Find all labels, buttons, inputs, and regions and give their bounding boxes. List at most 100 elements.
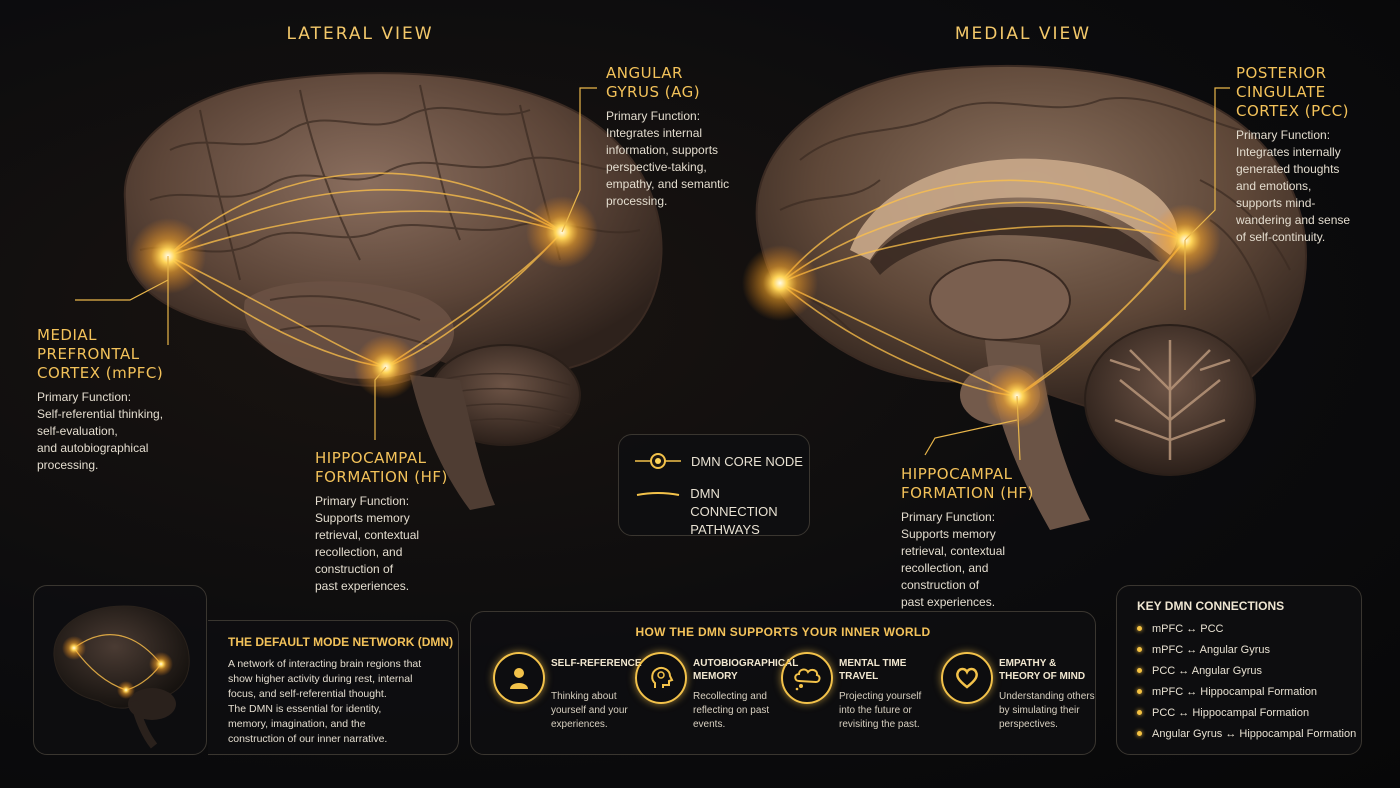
label-mpfc: MEDIAL PREFRONTAL CORTEX (mPFC) Primary … (37, 326, 197, 474)
pcc-title-line: POSTERIOR (1236, 64, 1327, 82)
hf-medial-title-line: FORMATION (HF) (901, 484, 1034, 502)
hf-medial-body-line: Supports memory (901, 527, 996, 541)
legend-panel: DMN CORE NODE DMN CONNECTION PATHWAYS (618, 434, 810, 539)
thought-cloud-icon (781, 652, 833, 704)
support-title: HOW THE DMN SUPPORTS YOUR INNER WORLD (635, 625, 931, 639)
heart-icon (941, 652, 993, 704)
medial-brain (755, 64, 1307, 530)
hf-lateral-body-line: Supports memory (315, 511, 410, 525)
key-connections-list: mPFC ↔ PCC mPFC ↔ Angular Gyrus PCC ↔ An… (1137, 618, 1356, 744)
hf-medial-function-heading: Primary Function: (901, 510, 996, 524)
hf-medial-body-line: construction of (901, 578, 980, 592)
ag-body-line: empathy, and semantic (606, 177, 730, 191)
legend-core-node: DMN CORE NODE (635, 453, 803, 469)
lateral-view-title: LATERAL VIEW (286, 24, 434, 44)
connection-label: Angular Gyrus ↔ Hippocampal Formation (1152, 727, 1357, 740)
pcc-body-line: and emotions, (1236, 179, 1312, 193)
support-item-title: EMPATHY & THEORY OF MIND (999, 658, 1086, 682)
connection-label: mPFC ↔ Angular Gyrus (1152, 643, 1270, 656)
support-item-title: MENTAL TIME TRAVEL (839, 658, 907, 682)
ag-title-line: GYRUS (AG) (606, 83, 701, 101)
support-item-body: Thinking about yourself and your experie… (551, 691, 628, 730)
pathway-line-icon (636, 492, 680, 496)
hf-lateral-title-line: HIPPOCAMPAL (315, 449, 427, 467)
ag-body-line: perspective-taking, (606, 160, 707, 174)
support-item-title: AUTOBIOGRAPHICAL MEMORY (693, 658, 799, 682)
pcc-function-heading: Primary Function: (1236, 128, 1331, 142)
support-item-title: SELF-REFERENCE (551, 658, 642, 669)
dmn-definition-body: A network of interacting brain regions t… (228, 657, 453, 747)
person-icon (493, 652, 545, 704)
mpfc-body-line: self-evaluation, (37, 424, 118, 438)
mpfc-title-line: PREFRONTAL (37, 345, 140, 363)
label-pcc: POSTERIOR CINGULATE CORTEX (PCC) Primary… (1236, 64, 1386, 246)
mpfc-title-line: CORTEX (mPFC) (37, 364, 164, 382)
dmn-body-line: memory, imagination, and the (228, 718, 366, 730)
dmn-definition-title: THE DEFAULT MODE NETWORK (DMN) (228, 635, 454, 649)
pcc-title-line: CINGULATE (1236, 83, 1326, 101)
label-angular-gyrus: ANGULAR GYRUS (AG) Primary Function: Int… (606, 64, 746, 210)
support-item-body: Projecting yourself into the future or r… (839, 691, 922, 730)
ag-body-line: information, supports (606, 143, 719, 157)
connection-item: mPFC ↔ PCC (1137, 618, 1356, 639)
support-panel: HOW THE DMN SUPPORTS YOUR INNER WORLD SE… (470, 611, 1096, 755)
leader-lines (75, 87, 1230, 461)
label-hf-medial: HIPPOCAMPAL FORMATION (HF) Primary Funct… (901, 465, 1051, 611)
mini-brain-panel (33, 585, 207, 755)
mpfc-function-heading: Primary Function: (37, 390, 132, 404)
legend-pathways-label: PATHWAYS (690, 522, 760, 537)
pcc-body-line: wandering and sense (1236, 213, 1351, 227)
connection-item: Angular Gyrus ↔ Hippocampal Formation (1137, 723, 1356, 744)
support-item-body: Recollecting and reflecting on past even… (693, 691, 770, 730)
legend-core-node-label: DMN CORE NODE (691, 453, 803, 469)
legend-pathways-label: DMN CONNECTION (690, 486, 778, 519)
hf-lateral-body-line: recollection, and (315, 545, 403, 559)
mpfc-body-line: Self-referential thinking, (37, 407, 164, 421)
hf-medial-body-line: past experiences. (901, 595, 996, 609)
connection-item: PCC ↔ Angular Gyrus (1137, 660, 1356, 681)
label-hf-lateral: HIPPOCAMPAL FORMATION (HF) Primary Funct… (315, 449, 465, 595)
mpfc-title-line: MEDIAL (37, 326, 98, 344)
dmn-body-line: focus, and self-referential thought. (228, 688, 387, 700)
hf-lateral-body-line: retrieval, contextual (315, 528, 420, 542)
hf-medial-body-line: recollection, and (901, 561, 989, 575)
connection-label: mPFC ↔ Hippocampal Formation (1152, 685, 1318, 698)
legend-pathways: DMN CONNECTION PATHWAYS (635, 486, 809, 539)
key-connections-title: KEY DMN CONNECTIONS (1137, 599, 1285, 613)
ag-title-line: ANGULAR (606, 64, 683, 82)
connection-label: mPFC ↔ PCC (1152, 622, 1224, 635)
hf-lateral-function-heading: Primary Function: (315, 494, 410, 508)
hf-lateral-body-line: past experiences. (315, 579, 410, 593)
mini-brain-icon (53, 605, 190, 749)
ag-body-line: Integrates internal (606, 126, 703, 140)
ag-function-heading: Primary Function: (606, 109, 701, 123)
key-connections-panel: KEY DMN CONNECTIONS mPFC ↔ PCC mPFC ↔ An… (1116, 585, 1362, 755)
dmn-definition-panel: THE DEFAULT MODE NETWORK (DMN) A network… (208, 620, 459, 755)
connection-label: PCC ↔ Hippocampal Formation (1152, 706, 1310, 719)
dmn-body-line: construction of our inner narrative. (228, 733, 388, 745)
medial-view-title: MEDIAL VIEW (954, 24, 1092, 44)
connection-item: mPFC ↔ Angular Gyrus (1137, 639, 1356, 660)
dmn-body-line: A network of interacting brain regions t… (228, 658, 422, 670)
pcc-body-line: generated thoughts (1236, 162, 1340, 176)
support-item-body: Understanding others by simulating their… (999, 691, 1095, 730)
ag-body-line: processing. (606, 194, 668, 208)
hf-lateral-body-line: construction of (315, 562, 394, 576)
connection-item: PCC ↔ Hippocampal Formation (1137, 702, 1356, 723)
mpfc-body-line: and autobiographical (37, 441, 149, 455)
pcc-body-line: of self-continuity. (1236, 230, 1326, 244)
lateral-brain (123, 72, 663, 510)
node-mpfc-medial (742, 245, 818, 321)
mpfc-body-line: processing. (37, 458, 99, 472)
hf-lateral-title-line: FORMATION (HF) (315, 468, 448, 486)
hf-medial-title-line: HIPPOCAMPAL (901, 465, 1013, 483)
connection-item: mPFC ↔ Hippocampal Formation (1137, 681, 1356, 702)
dmn-body-line: show higher activity during rest, intern… (228, 673, 413, 685)
pcc-body-line: Integrates internally (1236, 145, 1341, 159)
dmn-body-line: The DMN is essential for identity, (228, 703, 382, 715)
head-memory-icon (635, 652, 687, 704)
pcc-body-line: supports mind- (1236, 196, 1316, 210)
core-node-icon (635, 453, 681, 469)
connection-label: PCC ↔ Angular Gyrus (1152, 664, 1263, 677)
